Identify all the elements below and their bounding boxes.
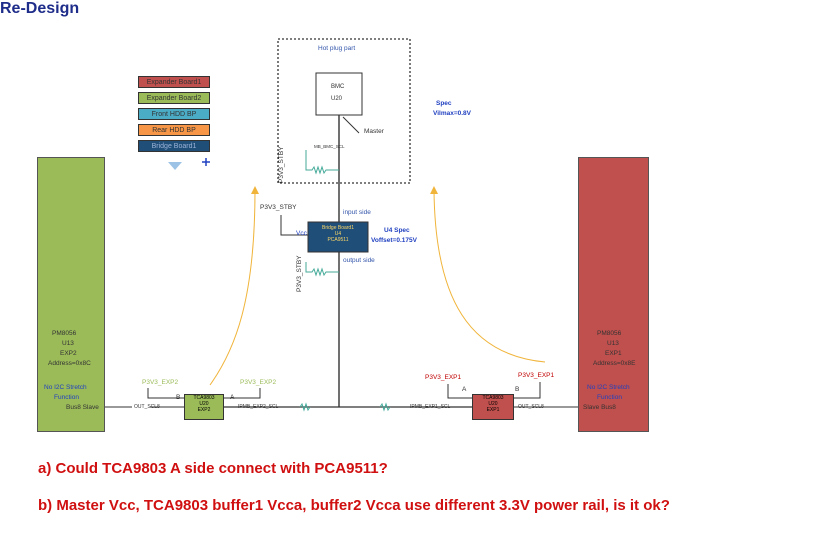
stby-top-label: P3V3_STBY [278,146,285,184]
left-expander-board: PM8056 U13 EXP2 Address=0x8C No I2C Stre… [37,157,105,432]
bmc-label: BMC [331,84,345,90]
legend-item-front-hdd-bp: Front HDD BP [138,108,210,120]
bmc-chip [315,72,363,116]
u4-text: Bridge Board1 U4 PCA9511 [308,222,368,252]
left-buffer-line1: TCA9803 [193,395,215,401]
u4-output-side: output side [343,257,375,264]
right-board-note1: No I2C Stretch [587,384,630,391]
chevron-down-icon[interactable] [168,162,182,170]
left-board-line2: U13 [62,340,74,347]
right-board-line3: EXP1 [605,350,622,357]
question-a: a) Could TCA9803 A side connect with PCA… [38,460,388,477]
question-b: b) Master Vcc, TCA9803 buffer1 Vcca, buf… [38,497,670,514]
left-buffer-rail-a-label: P3V3_EXP2 [240,379,277,386]
u4-line3: PCA9511 [327,237,349,243]
legend-item-expander-board2: Expander Board2 [138,92,210,104]
right-buffer-chip: TCA9803 U20 EXP1 [472,394,514,420]
left-board-line1: PM8056 [52,330,77,337]
right-board-line1: PM8056 [597,330,622,337]
right-buffer-line1: TCA9803 [482,395,504,401]
spec-value: Vilmax=0.8V [433,110,472,117]
right-buffer-rail-a [447,384,472,399]
vcc-rail [280,215,308,236]
left-buffer-line2: U20 [199,401,209,407]
legend-item-rear-hdd-bp: Rear HDD BP [138,124,210,136]
spec-title: Spec [436,100,452,107]
left-buffer-line3: EXP2 [197,407,211,413]
left-arrow [209,186,259,386]
right-buffer-rail-a-label: P3V3_EXP1 [425,374,462,381]
master-pointer [342,116,360,134]
left-buffer-rail-b-label: P3V3_EXP2 [142,379,179,386]
left-buffer-rail-b [147,388,184,399]
stby-bottom-label: P3V3_STBY [296,255,303,293]
vcc-label: Vcc [296,230,307,237]
hot-plug-box [277,38,411,184]
legend-item-bridge-board1: Bridge Board1 [138,140,210,152]
page-title: Re-Design [0,0,80,17]
right-buffer-out: OUT_SCL8 [518,404,544,410]
right-buffer-line2: U20 [488,401,498,407]
right-board-note3: Slave Bus8 [583,404,616,411]
u4-spec-value: Voffset=0.175V [371,237,417,244]
left-bus-resistor [299,402,311,412]
left-buffer-out: OUT_SCL8 [134,404,160,410]
legend-item-expander-board1: Expander Board1 [138,76,210,88]
left-board-line3: EXP2 [60,350,77,357]
right-buffer-b: B [515,386,520,393]
plus-icon[interactable] [202,158,210,166]
pullup-resistor-bottom [305,262,339,277]
u4-line2: U4 [334,231,342,237]
right-board-line4: Address=0x8E [593,360,636,367]
right-arrow [430,186,546,363]
bmc-ref: U20 [331,96,343,102]
left-buffer-b: B [176,394,181,401]
right-buffer-a: A [462,386,467,393]
bmc-scl-label: MB_BMC_SCL [314,144,345,149]
right-bus-resistor [379,402,391,412]
left-board-note2: Function [54,394,79,401]
left-board-note3: Bus8 Slave [66,404,99,411]
left-board-line4: Address=0x8C [48,360,91,367]
right-board-line2: U13 [607,340,619,347]
left-board-note1: No I2C Stretch [44,384,87,391]
pullup-resistor-top [305,150,339,175]
right-buffer-line3: EXP1 [486,407,500,413]
right-expander-board: PM8056 U13 EXP1 Address=0x8E No I2C Stre… [578,157,649,432]
left-buffer-rail-a [224,388,261,399]
right-board-note2: Function [597,394,622,401]
left-buffer-chip: TCA9803 U20 EXP2 [184,394,224,420]
master-label: Master [364,128,384,135]
u4-input-side: input side [343,209,371,216]
u4-line1: Bridge Board1 [322,225,354,231]
left-buffer-a: A [230,394,235,401]
right-buffer-rail-b [514,382,541,399]
stby-mid-label: P3V3_STBY [260,204,297,211]
hot-plug-label: Hot plug part [318,45,356,52]
right-buffer-net: IPMB_EXP1_SCL [410,404,451,410]
left-buffer-net: IPMB_EXP2_SCL [238,404,279,410]
u4-spec-title: U4 Spec [384,227,410,234]
right-buffer-rail-b-label: P3V3_EXP1 [518,372,555,379]
u4-chip [307,221,369,253]
